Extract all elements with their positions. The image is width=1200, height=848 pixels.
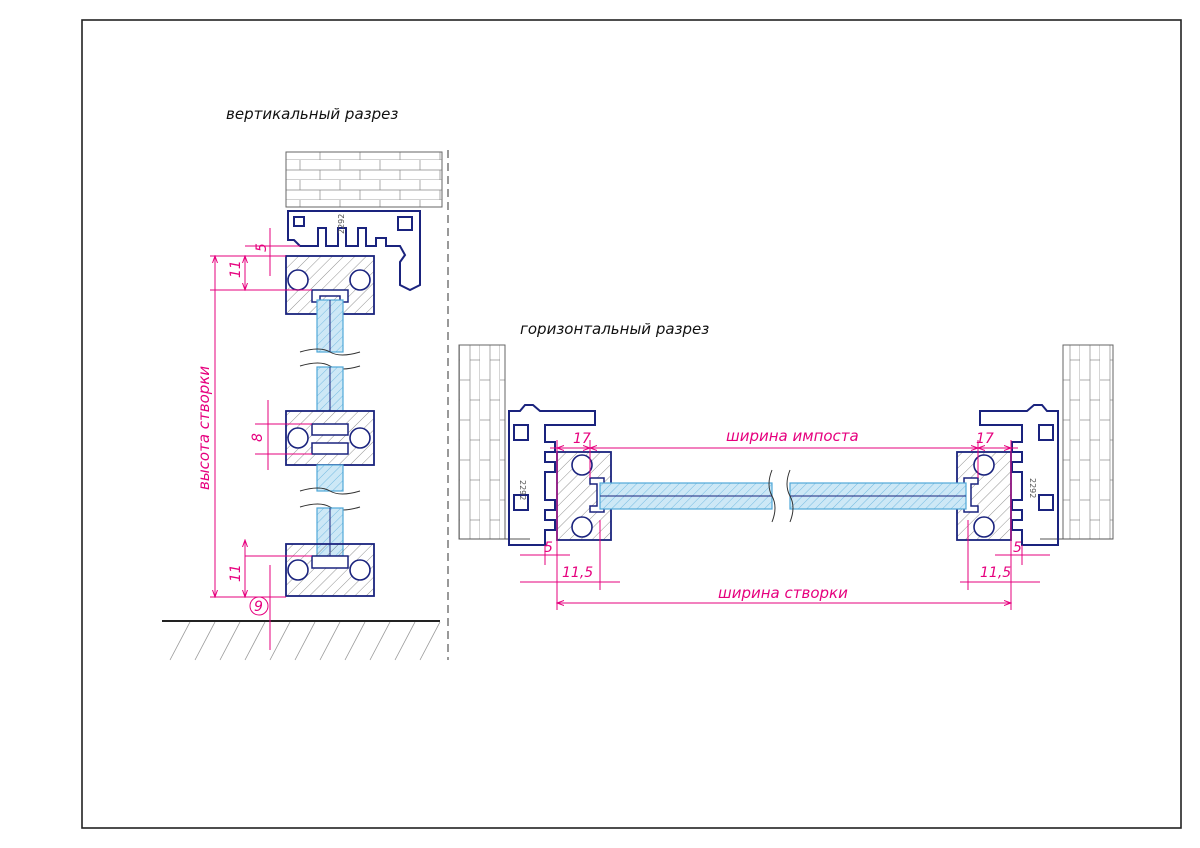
horizontal-section-title: горизонтальный разрез xyxy=(520,320,709,338)
dim-17-left: 17 xyxy=(573,431,591,447)
dim-5-right: 5 xyxy=(1013,540,1022,556)
left-sash-profile xyxy=(556,451,612,541)
dim-8: 8 xyxy=(250,433,266,442)
vertical-section-title: вертикальный разрез xyxy=(226,105,398,123)
sash-height-label: высота створки xyxy=(195,366,213,490)
dim-5-left: 5 xyxy=(544,540,553,556)
svg-text:2292: 2292 xyxy=(518,480,527,500)
left-wall-brick xyxy=(458,344,506,540)
top-wall-brick xyxy=(285,151,443,208)
horizontal-glass xyxy=(599,469,967,523)
right-wall-brick xyxy=(1062,344,1114,540)
dim-11-5-right: 11,5 xyxy=(980,565,1011,581)
glass-middle-lower xyxy=(316,464,344,492)
sash-width-label: ширина створки xyxy=(718,584,848,602)
dim-9: 9 xyxy=(254,599,263,615)
dim-17-right: 17 xyxy=(976,431,994,447)
horizontal-dimensions xyxy=(520,440,1050,610)
svg-text:2292: 2292 xyxy=(337,214,346,234)
sheet-frame xyxy=(81,19,1182,829)
top-sash-profile xyxy=(285,255,375,315)
floor-hatch xyxy=(169,621,441,661)
dim-11-top: 11 xyxy=(228,260,244,278)
dim-11-bottom: 11 xyxy=(228,564,244,582)
dim-5: 5 xyxy=(254,243,270,252)
dim-11-5-left: 11,5 xyxy=(562,565,593,581)
middle-transom-profile xyxy=(285,410,375,466)
vertical-dimensions xyxy=(210,228,312,650)
left-frame-profile xyxy=(508,404,596,546)
svg-text:2292: 2292 xyxy=(1028,478,1037,498)
transom-width-label: ширина импоста xyxy=(726,427,859,445)
top-frame-profile xyxy=(287,210,421,292)
bottom-sash-profile xyxy=(285,543,375,597)
right-frame-profile xyxy=(979,404,1059,546)
